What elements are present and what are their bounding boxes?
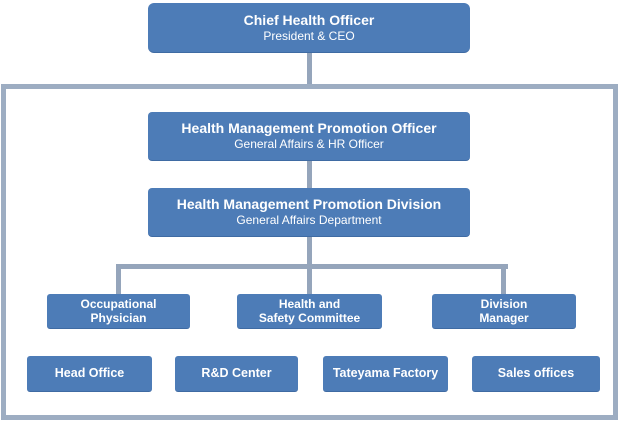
node-division-manager: Division Manager — [432, 294, 576, 329]
connector-branch-line — [116, 264, 508, 269]
connector-chief-to-frame — [307, 53, 312, 85]
connector-division-stem — [307, 237, 312, 266]
connector-drop-occupational-physician — [116, 264, 121, 294]
node-title: R&D Center — [201, 366, 272, 380]
node-subtitle: General Affairs Department — [236, 213, 382, 227]
node-title-line: Safety Committee — [258, 311, 361, 325]
node-title: Sales offices — [497, 366, 575, 380]
node-health-and-safety-committee: Health and Safety Committee — [237, 294, 382, 329]
node-head-office: Head Office — [27, 356, 152, 392]
connector-drop-safety-committee — [307, 264, 312, 294]
node-title: Head Office — [54, 366, 125, 380]
connector-drop-division-manager — [501, 264, 506, 294]
node-title-line: Health and — [278, 297, 341, 311]
node-health-management-promotion-officer: Health Management Promotion Officer Gene… — [148, 112, 470, 161]
node-title: Chief Health Officer — [243, 11, 375, 28]
node-title: Tateyama Factory — [332, 366, 439, 380]
node-rd-center: R&D Center — [175, 356, 298, 392]
node-title-line: Division — [480, 297, 528, 311]
node-sales-offices: Sales offices — [472, 356, 600, 392]
connector-officer-to-division — [307, 161, 312, 188]
node-subtitle: President & CEO — [263, 28, 355, 43]
division-boundary-frame — [1, 84, 618, 420]
node-title: Health Management Promotion Division — [176, 196, 442, 212]
node-title: Health Management Promotion Officer — [181, 120, 437, 136]
node-title-line: Manager — [479, 311, 529, 325]
node-chief-health-officer: Chief Health Officer President & CEO — [148, 3, 470, 53]
node-subtitle: General Affairs & HR Officer — [234, 137, 384, 151]
node-title-line: Occupational — [80, 297, 157, 311]
node-tateyama-factory: Tateyama Factory — [323, 356, 448, 392]
node-occupational-physician: Occupational Physician — [47, 294, 190, 329]
node-title-line: Physician — [90, 311, 147, 325]
node-health-management-promotion-division: Health Management Promotion Division Gen… — [148, 188, 470, 237]
